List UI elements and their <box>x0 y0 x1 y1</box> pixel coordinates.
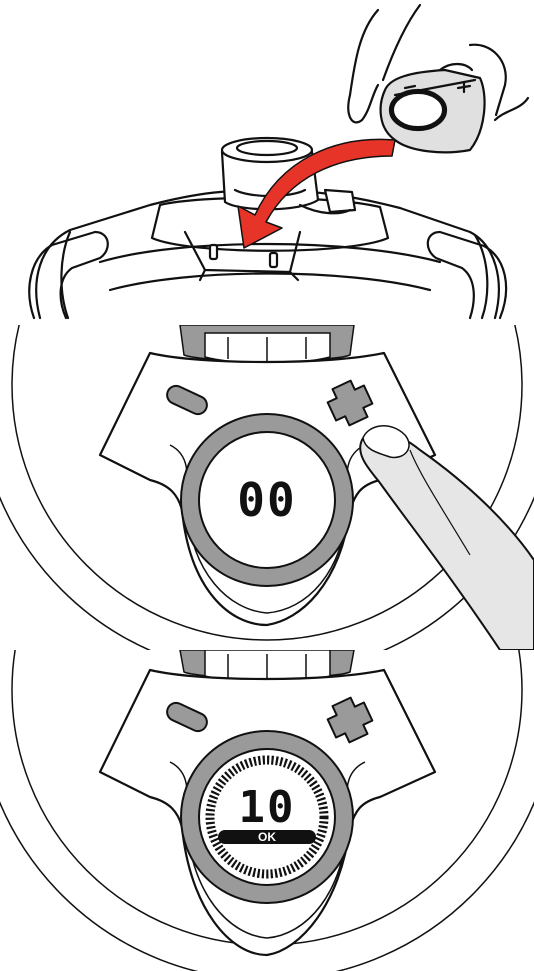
display-screen <box>198 431 336 569</box>
pressing-finger <box>359 430 534 650</box>
minus-button[interactable] <box>164 383 210 417</box>
plus-button-2[interactable] <box>323 693 376 746</box>
minus-button-2[interactable] <box>164 700 210 734</box>
display-screen-2 <box>198 748 336 886</box>
ok-label: OK <box>258 830 276 844</box>
plus-button[interactable] <box>323 376 376 429</box>
right-handle <box>426 230 508 320</box>
cooker-lid-illustration <box>28 3 530 320</box>
left-handle <box>28 230 109 320</box>
timer-readout-2: 10 <box>238 782 296 833</box>
pin-left <box>208 243 219 261</box>
step-attach-timer-panel <box>0 0 534 325</box>
step-press-plus-panel: 00 <box>0 325 534 650</box>
ok-badge <box>218 830 316 844</box>
progress-ring <box>205 755 329 879</box>
step-confirmed-panel: 10 OK <box>0 650 534 971</box>
timer-readout: 00 <box>237 473 297 527</box>
insert-arrow <box>237 138 396 249</box>
pin-right <box>268 251 279 269</box>
control-panel-confirmed-illustration <box>0 650 534 971</box>
control-panel-illustration <box>0 325 534 650</box>
hand-holding-timer <box>347 3 530 154</box>
